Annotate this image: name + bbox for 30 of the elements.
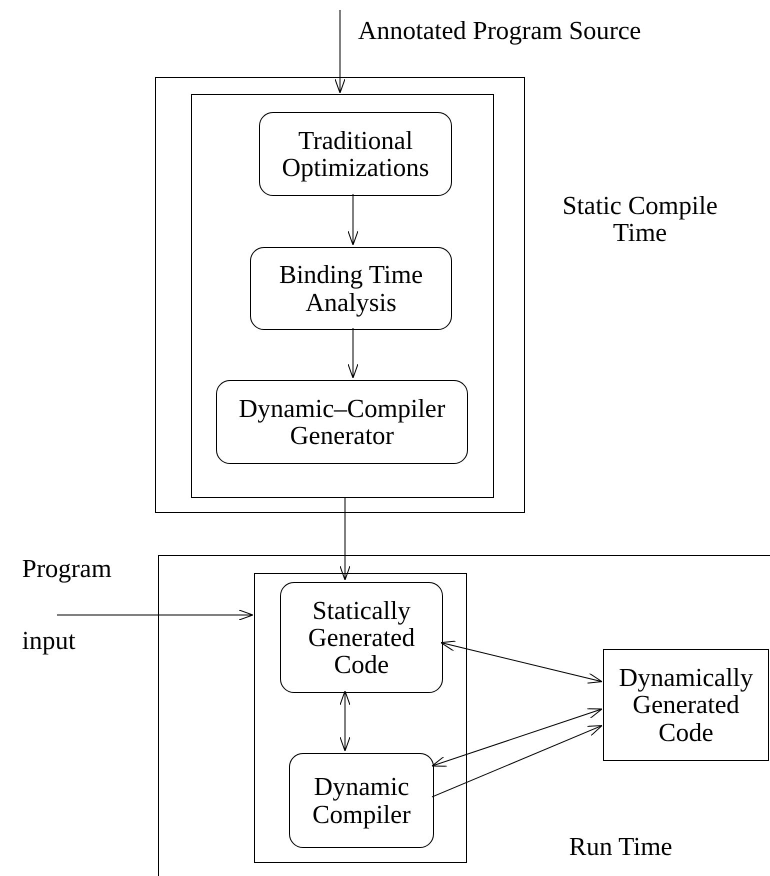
input-label: Annotated Program Source — [358, 18, 642, 44]
process-box — [603, 649, 769, 761]
input-label: Program — [22, 556, 112, 582]
box-label: Traditional Optimizations — [280, 126, 430, 182]
arrow — [432, 725, 602, 798]
process-box — [216, 380, 468, 464]
process-box — [259, 112, 452, 196]
arrow — [432, 708, 602, 767]
run-time-region — [158, 555, 770, 876]
region-label: Run Time — [569, 832, 672, 862]
arrow — [440, 640, 602, 684]
process-box — [289, 753, 434, 848]
box-label: Dynamic–Compiler Generator — [238, 394, 446, 450]
runtime-stage-box — [254, 573, 467, 863]
phase-label: Static Compile Time — [561, 192, 719, 247]
arrow — [348, 194, 358, 246]
arrow — [348, 328, 358, 378]
box-label: Statically Generated Code — [307, 596, 416, 678]
compile-stage-box — [191, 94, 494, 498]
box-label: Dynamic Compiler — [311, 773, 412, 828]
input-label: input — [22, 628, 76, 654]
arrow — [334, 10, 346, 94]
arrow — [340, 496, 350, 580]
box-label: Dynamically Generated Code — [618, 664, 754, 746]
arrow — [56, 610, 254, 620]
process-box — [250, 247, 452, 330]
box-label: Binding Time Analysis — [278, 261, 424, 316]
arrow — [340, 690, 350, 752]
static-compile-box — [155, 77, 525, 513]
process-box — [280, 582, 443, 693]
